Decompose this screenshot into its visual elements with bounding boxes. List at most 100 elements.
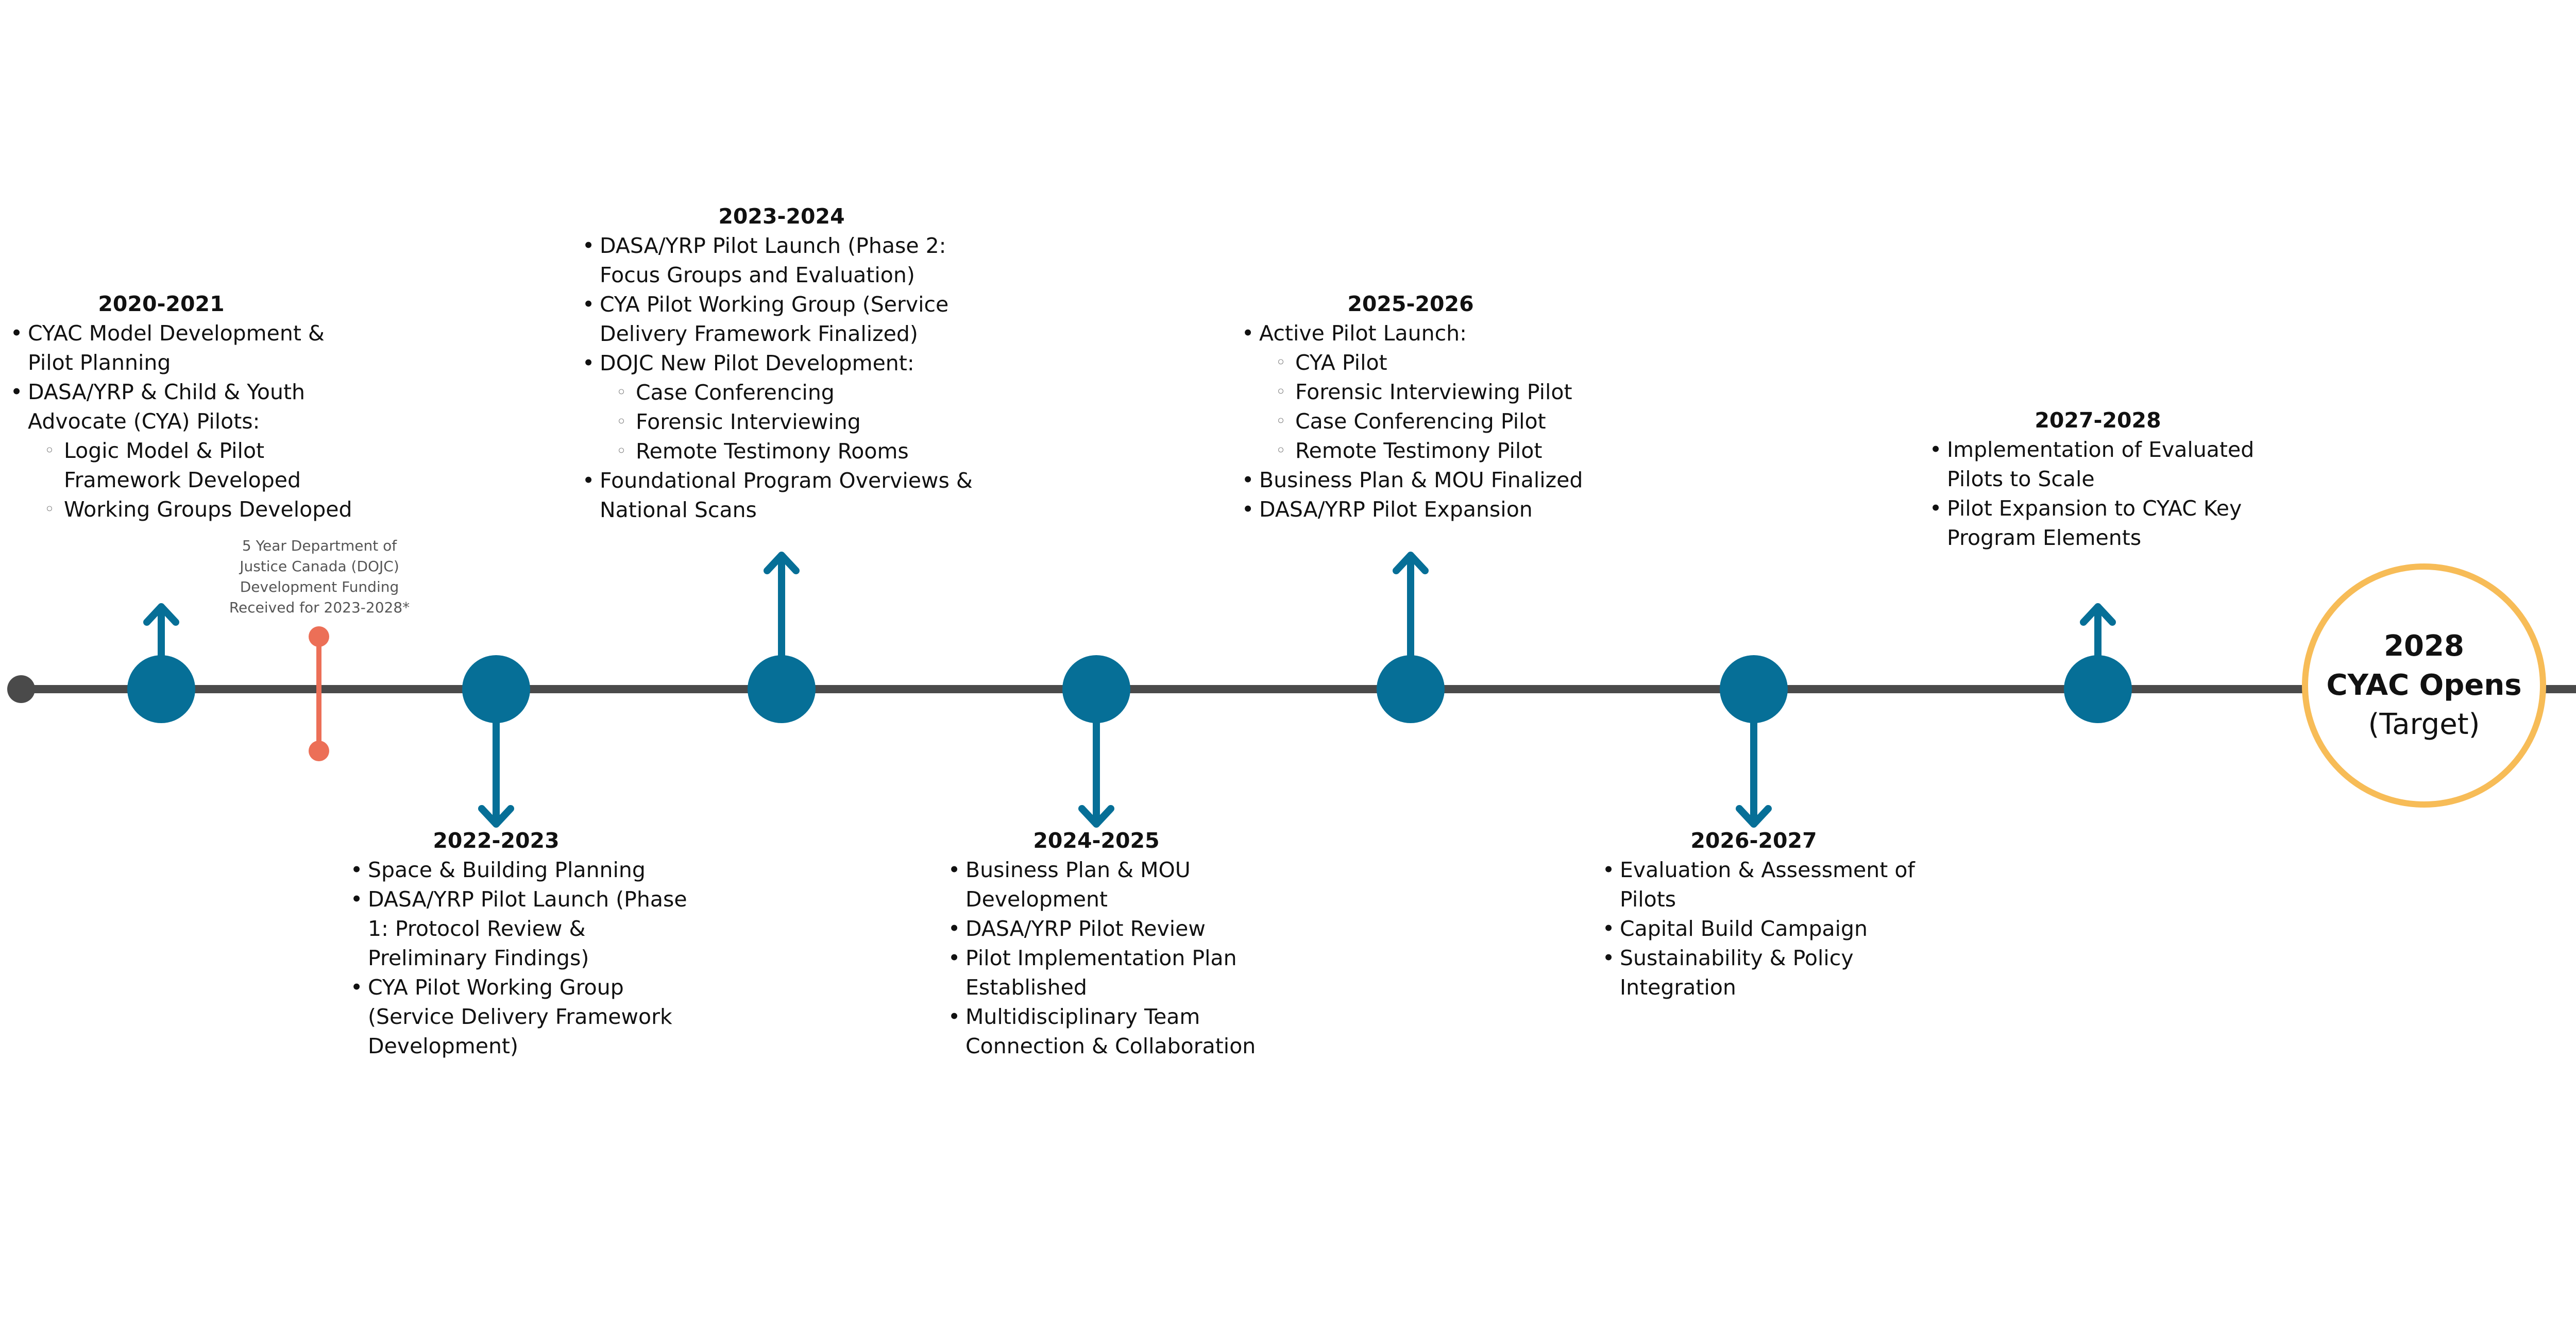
milestone-item-text: Pilot Implementation Plan Established: [965, 946, 1237, 1000]
timeline-node: [462, 655, 530, 723]
timeline-node: [1720, 655, 1788, 723]
milestone-subitem: Case Conferencing: [582, 378, 1005, 407]
timeline-line: [21, 685, 2576, 693]
milestone-subitem: Case Conferencing Pilot: [1242, 407, 1643, 436]
milestone-item: DOJC New Pilot Development:: [582, 349, 1005, 378]
milestone-subitem: Remote Testimony Rooms: [582, 437, 1005, 466]
timeline-node: [2064, 655, 2132, 723]
milestone-item: CYA Pilot Working Group (Service Deliver…: [350, 973, 711, 1061]
milestone-year: 2023-2024: [718, 204, 845, 229]
milestone-item: Foundational Program Overviews & Nationa…: [582, 466, 1005, 525]
arrow-up-icon: [2080, 603, 2116, 659]
milestone-item: CYA Pilot Working Group (Service Deliver…: [582, 290, 1005, 349]
milestone-block-2020-2021: 2020-2021CYAC Model Development & Pilot …: [10, 289, 371, 524]
milestone-block-2025-2026: 2025-2026Active Pilot Launch:CYA PilotFo…: [1242, 289, 1643, 524]
milestone-item: Active Pilot Launch:: [1242, 319, 1643, 348]
milestone-item-text: Business Plan & MOU Finalized: [1259, 468, 1583, 492]
milestone-list: Business Plan & MOU DevelopmentDASA/YRP …: [948, 855, 1309, 1061]
timeline-node: [1062, 655, 1130, 723]
milestone-year: 2027-2028: [2035, 408, 2161, 433]
milestone-item-text: Active Pilot Launch:: [1259, 321, 1467, 346]
milestone-subitem: Remote Testimony Pilot: [1242, 436, 1643, 466]
milestone-block-2024-2025: 2024-2025Business Plan & MOU Development…: [948, 826, 1309, 1061]
milestone-item-text: CYAC Model Development & Pilot Planning: [28, 321, 325, 375]
milestone-item: DASA/YRP Pilot Expansion: [1242, 495, 1643, 524]
milestone-sublist: CYA PilotForensic Interviewing PilotCase…: [1242, 348, 1643, 466]
funding-marker-top-dot: [309, 626, 329, 647]
milestone-subitem: Forensic Interviewing: [582, 407, 1005, 437]
goal-note: (Target): [2368, 708, 2480, 741]
milestone-item: DASA/YRP Pilot Launch (Phase 2: Focus Gr…: [582, 231, 1005, 290]
milestone-list: Evaluation & Assessment of PilotsCapital…: [1602, 855, 1973, 1002]
milestone-item-text: Pilot Expansion to CYAC Key Program Elem…: [1947, 496, 2242, 550]
arrow-down-icon: [478, 716, 514, 828]
milestone-item-text: Evaluation & Assessment of Pilots: [1620, 858, 1915, 912]
milestone-item: Pilot Implementation Plan Established: [948, 944, 1309, 1002]
milestone-item-text: Foundational Program Overviews & Nationa…: [600, 468, 973, 522]
timeline-node: [1377, 655, 1445, 723]
arrow-down-icon: [1736, 716, 1772, 828]
milestone-sublist: Logic Model & Pilot Framework DevelopedW…: [10, 436, 371, 524]
arrow-down-icon: [1078, 716, 1114, 828]
funding-marker-bottom-dot: [309, 741, 329, 761]
arrow-up-icon: [1393, 552, 1429, 659]
milestone-list: DASA/YRP Pilot Launch (Phase 2: Focus Gr…: [582, 231, 1005, 525]
milestone-block-2022-2023: 2022-2023Space & Building PlanningDASA/Y…: [350, 826, 711, 1061]
milestone-item-text: Implementation of Evaluated Pilots to Sc…: [1947, 437, 2255, 491]
milestone-item: DASA/YRP & Child & Youth Advocate (CYA) …: [10, 378, 371, 436]
milestone-item: DASA/YRP Pilot Review: [948, 914, 1309, 944]
milestone-item: Implementation of Evaluated Pilots to Sc…: [1929, 435, 2300, 494]
milestone-item: Pilot Expansion to CYAC Key Program Elem…: [1929, 494, 2300, 553]
milestone-block-2026-2027: 2026-2027Evaluation & Assessment of Pilo…: [1602, 826, 1973, 1002]
milestone-subitem: CYA Pilot: [1242, 348, 1643, 378]
milestone-list: Space & Building PlanningDASA/YRP Pilot …: [350, 855, 711, 1061]
funding-marker-line: [316, 636, 321, 750]
milestone-year: 2026-2027: [1690, 828, 1817, 853]
milestone-item-text: Capital Build Campaign: [1620, 916, 1868, 941]
milestone-item: Sustainability & Policy Integration: [1602, 944, 1973, 1002]
timeline-node: [127, 655, 195, 723]
arrow-up-icon: [143, 603, 179, 659]
milestone-year: 2024-2025: [1033, 828, 1160, 853]
arrow-up-icon: [764, 552, 800, 659]
milestone-year: 2020-2021: [98, 292, 225, 316]
milestone-item-text: DOJC New Pilot Development:: [600, 351, 914, 375]
milestone-item-text: DASA/YRP Pilot Expansion: [1259, 497, 1533, 522]
milestone-item-text: Space & Building Planning: [368, 858, 646, 882]
milestone-year: 2022-2023: [433, 828, 560, 853]
milestone-item: Space & Building Planning: [350, 855, 711, 885]
milestone-item-text: Multidisciplinary Team Connection & Coll…: [965, 1004, 1256, 1058]
milestone-block-2027-2028: 2027-2028Implementation of Evaluated Pil…: [1929, 406, 2300, 553]
goal-circle: 2028 CYAC Opens (Target): [2302, 563, 2546, 808]
milestone-item-text: DASA/YRP Pilot Review: [965, 916, 1206, 941]
milestone-item: Multidisciplinary Team Connection & Coll…: [948, 1002, 1309, 1061]
milestone-list: Active Pilot Launch:CYA PilotForensic In…: [1242, 319, 1643, 524]
milestone-item: Evaluation & Assessment of Pilots: [1602, 855, 1973, 914]
milestone-item-text: CYA Pilot Working Group (Service Deliver…: [600, 292, 949, 346]
milestone-subitem: Working Groups Developed: [10, 495, 371, 524]
milestone-list: Implementation of Evaluated Pilots to Sc…: [1929, 435, 2300, 553]
milestone-list: CYAC Model Development & Pilot PlanningD…: [10, 319, 371, 524]
milestone-item-text: Sustainability & Policy Integration: [1620, 946, 1854, 1000]
goal-year: 2028: [2384, 629, 2464, 663]
milestone-item-text: DASA/YRP Pilot Launch (Phase 2: Focus Gr…: [600, 233, 946, 287]
milestone-block-2023-2024: 2023-2024DASA/YRP Pilot Launch (Phase 2:…: [582, 202, 1005, 525]
milestone-item: DASA/YRP Pilot Launch (Phase 1: Protocol…: [350, 885, 711, 973]
milestone-subitem: Logic Model & Pilot Framework Developed: [10, 436, 371, 495]
milestone-year: 2025-2026: [1347, 292, 1474, 316]
goal-title: CYAC Opens: [2326, 669, 2522, 702]
milestone-item-text: DASA/YRP Pilot Launch (Phase 1: Protocol…: [368, 887, 687, 970]
funding-note: 5 Year Department of Justice Canada (DOJ…: [229, 537, 410, 616]
milestone-sublist: Case ConferencingForensic InterviewingRe…: [582, 378, 1005, 466]
milestone-item: Business Plan & MOU Development: [948, 855, 1309, 914]
timeline-node: [748, 655, 816, 723]
milestone-item: CYAC Model Development & Pilot Planning: [10, 319, 371, 378]
milestone-subitem: Forensic Interviewing Pilot: [1242, 378, 1643, 407]
timeline-start-cap: [7, 675, 35, 703]
milestone-item: Capital Build Campaign: [1602, 914, 1973, 944]
milestone-item: Business Plan & MOU Finalized: [1242, 466, 1643, 495]
milestone-item-text: Business Plan & MOU Development: [965, 858, 1191, 912]
milestone-item-text: CYA Pilot Working Group (Service Deliver…: [368, 975, 672, 1058]
milestone-item-text: DASA/YRP & Child & Youth Advocate (CYA) …: [28, 380, 306, 434]
